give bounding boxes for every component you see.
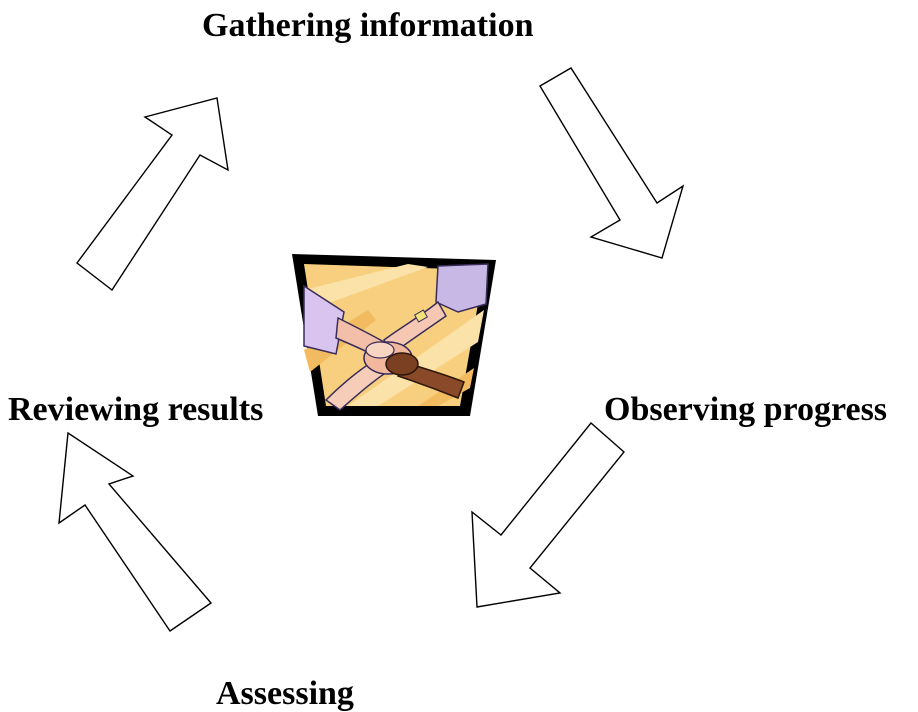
arrow-to-reviewing-icon (58, 431, 213, 632)
step-label-gathering-information: Gathering information (202, 7, 534, 44)
step-label-reviewing-results: Reviewing results (8, 391, 264, 428)
step-label-observing-progress: Observing progress (604, 391, 888, 428)
arrow-to-gathering-icon (76, 97, 229, 292)
hands-teamwork-icon (292, 254, 496, 416)
arrow-to-assessing-icon (471, 421, 625, 608)
step-label-assessing: Assessing (216, 675, 354, 712)
arrow-to-observing-icon (539, 67, 685, 259)
